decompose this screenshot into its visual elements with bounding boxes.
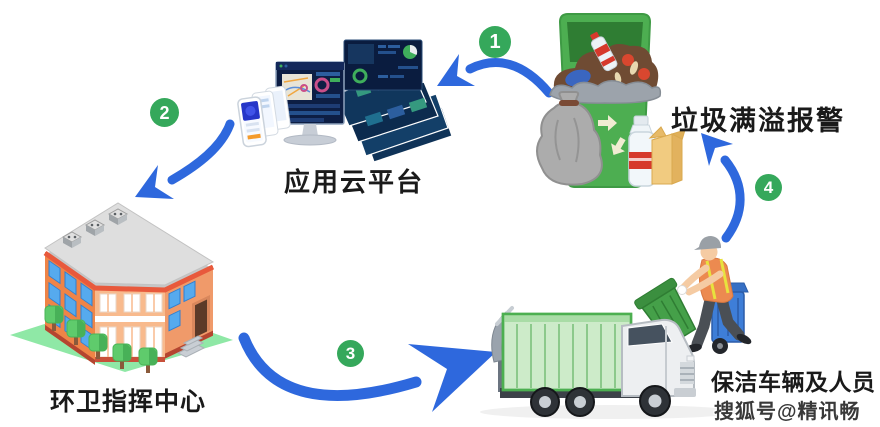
truck-body bbox=[501, 312, 633, 392]
step-badge-3: 3 bbox=[337, 340, 364, 367]
dashboard-screen bbox=[343, 39, 423, 91]
flow-arrow-1 bbox=[437, 54, 554, 98]
node-label-truck: 保洁车辆及人员 bbox=[711, 369, 876, 395]
trash-bin-illustration bbox=[536, 13, 686, 188]
trash-bag-icon bbox=[536, 91, 603, 186]
truck-wheels bbox=[530, 385, 671, 417]
step-badge-2: 2 bbox=[150, 98, 179, 127]
trees bbox=[44, 305, 158, 373]
garbage-truck-illustration bbox=[480, 236, 752, 419]
node-label-bin: 垃圾满溢报警 bbox=[671, 106, 845, 136]
cloud-platform-illustration bbox=[237, 39, 453, 163]
flow-arrow-3 bbox=[238, 332, 496, 412]
step-badge-4: 4 bbox=[755, 174, 782, 201]
node-label-command-center: 环卫指挥中心 bbox=[50, 388, 207, 416]
monitor bbox=[275, 61, 345, 146]
worker-cap-icon bbox=[694, 236, 721, 250]
building-roof bbox=[44, 202, 215, 286]
truck-cab bbox=[621, 318, 696, 397]
mobile-phones bbox=[237, 85, 291, 148]
water-bottle-icon bbox=[628, 115, 656, 187]
flow-arrow-2 bbox=[135, 119, 235, 199]
step-badge-1: 1 bbox=[479, 26, 511, 58]
building-door bbox=[195, 299, 207, 338]
flow-arrow-4 bbox=[701, 133, 745, 243]
discarded-bottle-icon bbox=[590, 31, 618, 72]
sanitation-worker bbox=[677, 236, 752, 353]
node-label-platform: 应用云平台 bbox=[284, 167, 425, 197]
command-center-illustration bbox=[10, 202, 233, 373]
rooftop-ac-units bbox=[61, 208, 129, 248]
watermark: 搜狐号@精讯畅通 bbox=[714, 401, 861, 423]
entrance-steps bbox=[176, 335, 206, 358]
carton-box-icon bbox=[648, 126, 686, 185]
